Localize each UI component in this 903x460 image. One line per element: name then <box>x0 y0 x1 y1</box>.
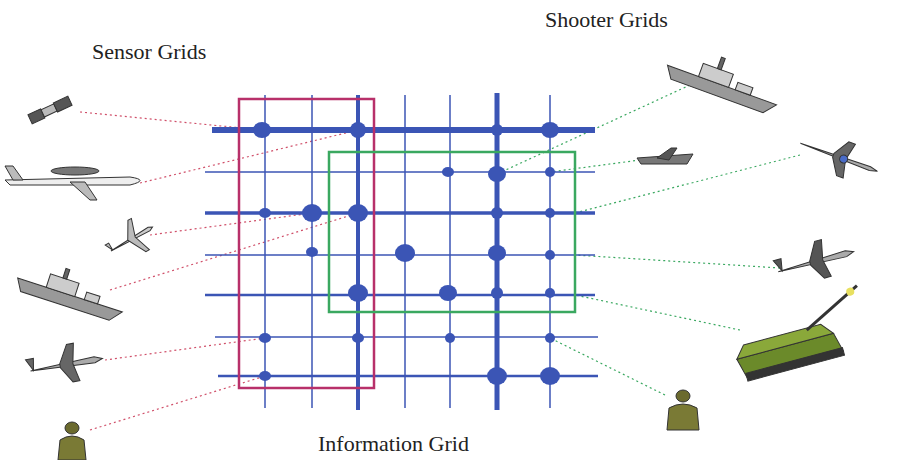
shooter-icons <box>637 41 884 430</box>
grid-nodes <box>253 122 560 385</box>
sensor-icons <box>5 96 162 460</box>
information-grid-label: Information Grid <box>318 432 469 456</box>
sensor-grids-label: Sensor Grids <box>92 40 206 64</box>
sensor-links <box>80 112 358 430</box>
shooter-grids-label: Shooter Grids <box>545 8 668 32</box>
information-grid <box>205 93 598 410</box>
sensor-grid-frame <box>239 99 374 388</box>
shooter-grid-frame <box>329 152 575 312</box>
